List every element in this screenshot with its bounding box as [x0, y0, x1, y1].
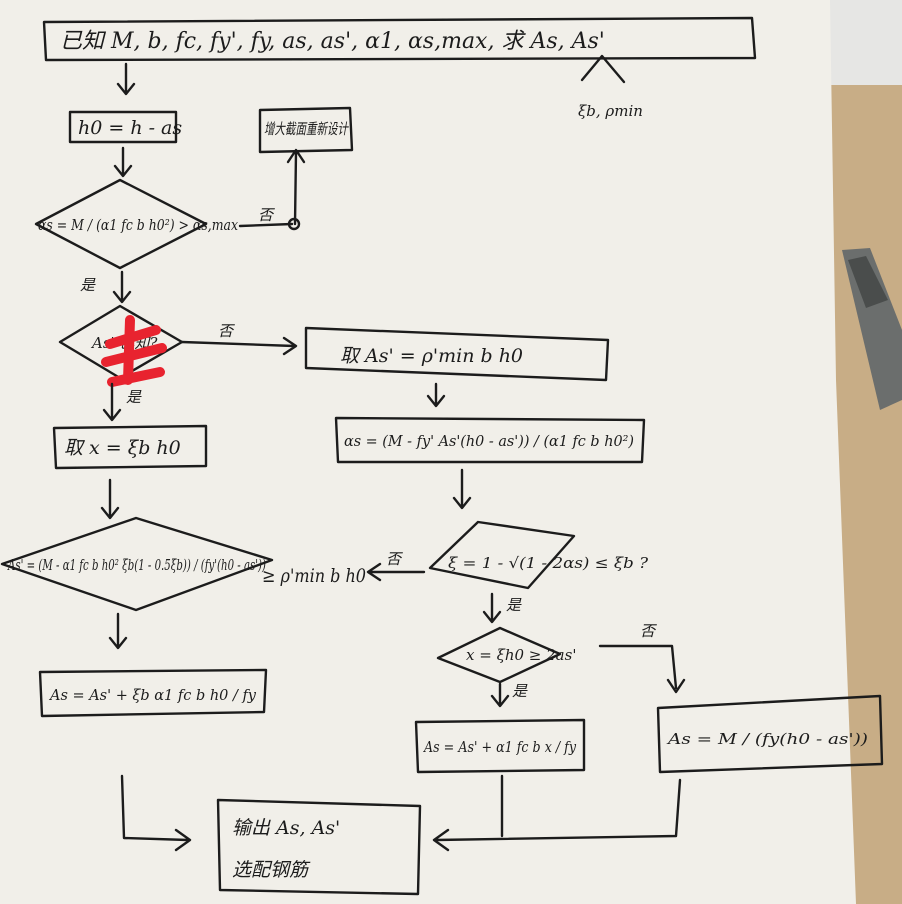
junction — [287, 217, 301, 231]
redesign-text: 增大截面重新设计 — [264, 120, 349, 138]
output-text-1: 输出 As, As' — [232, 817, 340, 839]
decision-alpha-s-text: αs = M / (α1 fc b h0²) > αs,max — [38, 216, 238, 234]
arrow — [113, 146, 133, 178]
arrow — [452, 468, 472, 510]
label-yes: 是 — [512, 682, 528, 700]
decision-xi-text: ξ = 1 - √(1 - 2αs) ≤ ξb ? — [448, 554, 649, 572]
connector — [238, 222, 294, 228]
arrow — [598, 644, 686, 694]
h0-text: h0 = h - as — [78, 117, 182, 139]
label-no: 否 — [386, 550, 403, 568]
header-text: 已知 M, b, fc, fy', fy, as, as', α1, αs,ma… — [60, 29, 605, 54]
redesign-box: 增大截面重新设计 — [258, 106, 354, 154]
arrow — [116, 62, 136, 96]
label-no: 否 — [640, 622, 657, 640]
decision-asprime-text: As' = (M - α1 fc b h0² ξb(1 - 0.5ξb)) / … — [7, 556, 266, 574]
arrow — [490, 682, 510, 708]
take-x-box: 取 x = ξb h0 — [52, 424, 208, 470]
as-right-box: As = M / (fy(h0 - as')) — [656, 694, 884, 774]
label-yes: 是 — [126, 388, 142, 406]
arrow — [366, 562, 426, 582]
alpha-s-text: αs = (M - fy' As'(h0 - as')) / (α1 fc b … — [344, 432, 634, 450]
arrow — [286, 148, 306, 226]
take-asprime-text: 取 As' = ρ'min b h0 — [340, 345, 523, 367]
pen — [842, 248, 902, 410]
decision-x: x = ξh0 ≥ 2as' — [436, 626, 576, 684]
h0-box: h0 = h - as — [68, 110, 182, 144]
arrow — [112, 270, 132, 304]
header-box: 已知 M, b, fc, fy', fy, as, as', α1, αs,ma… — [42, 16, 757, 120]
decision-x-text: x = ξh0 ≥ 2as' — [466, 646, 576, 664]
arrow — [482, 592, 502, 624]
as-left-box: As = As' + ξb α1 fc b h0 / fy — [38, 668, 268, 718]
arrow — [426, 382, 446, 408]
decision-alpha-s: αs = M / (α1 fc b h0²) > αs,max — [34, 178, 238, 270]
arrow — [180, 336, 298, 356]
alpha-s-box: αs = (M - fy' As'(h0 - as')) / (α1 fc b … — [334, 416, 646, 464]
arrow — [102, 382, 122, 422]
arrow — [120, 774, 192, 852]
take-x-text: 取 x = ξb h0 — [64, 437, 181, 459]
red-stamp — [101, 315, 167, 387]
label-yes: 是 — [506, 596, 522, 614]
header-note: ξb, ρmin — [578, 102, 643, 120]
output-box: 输出 As, As' 选配钢筋 — [216, 798, 422, 896]
take-asprime-box: 取 As' = ρ'min b h0 — [304, 326, 610, 382]
arrow — [432, 778, 682, 852]
as-right-text: As = M / (fy(h0 - as')) — [666, 730, 869, 748]
label-no: 否 — [258, 206, 275, 224]
as-mid-text: As = As' + α1 fc b x / fy — [422, 738, 576, 756]
arrow — [108, 612, 128, 650]
as-mid-box: As = As' + α1 fc b x / fy — [414, 718, 586, 774]
background-object — [828, 0, 902, 92]
arrow — [100, 478, 120, 520]
paper-sheet — [0, 0, 856, 904]
decision-asprime-calc: As' = (M - α1 fc b h0² ξb(1 - 0.5ξb)) / … — [0, 516, 274, 612]
output-text-2: 选配钢筋 — [232, 859, 311, 881]
label-yes: 是 — [80, 276, 96, 294]
as-left-text: As = As' + ξb α1 fc b h0 / fy — [48, 686, 256, 704]
compare-rho-text: ≥ ρ'min b h0 — [262, 565, 366, 587]
decision-xi: ξ = 1 - √(1 - 2αs) ≤ ξb ? — [428, 520, 649, 590]
label-no: 否 — [218, 322, 235, 340]
